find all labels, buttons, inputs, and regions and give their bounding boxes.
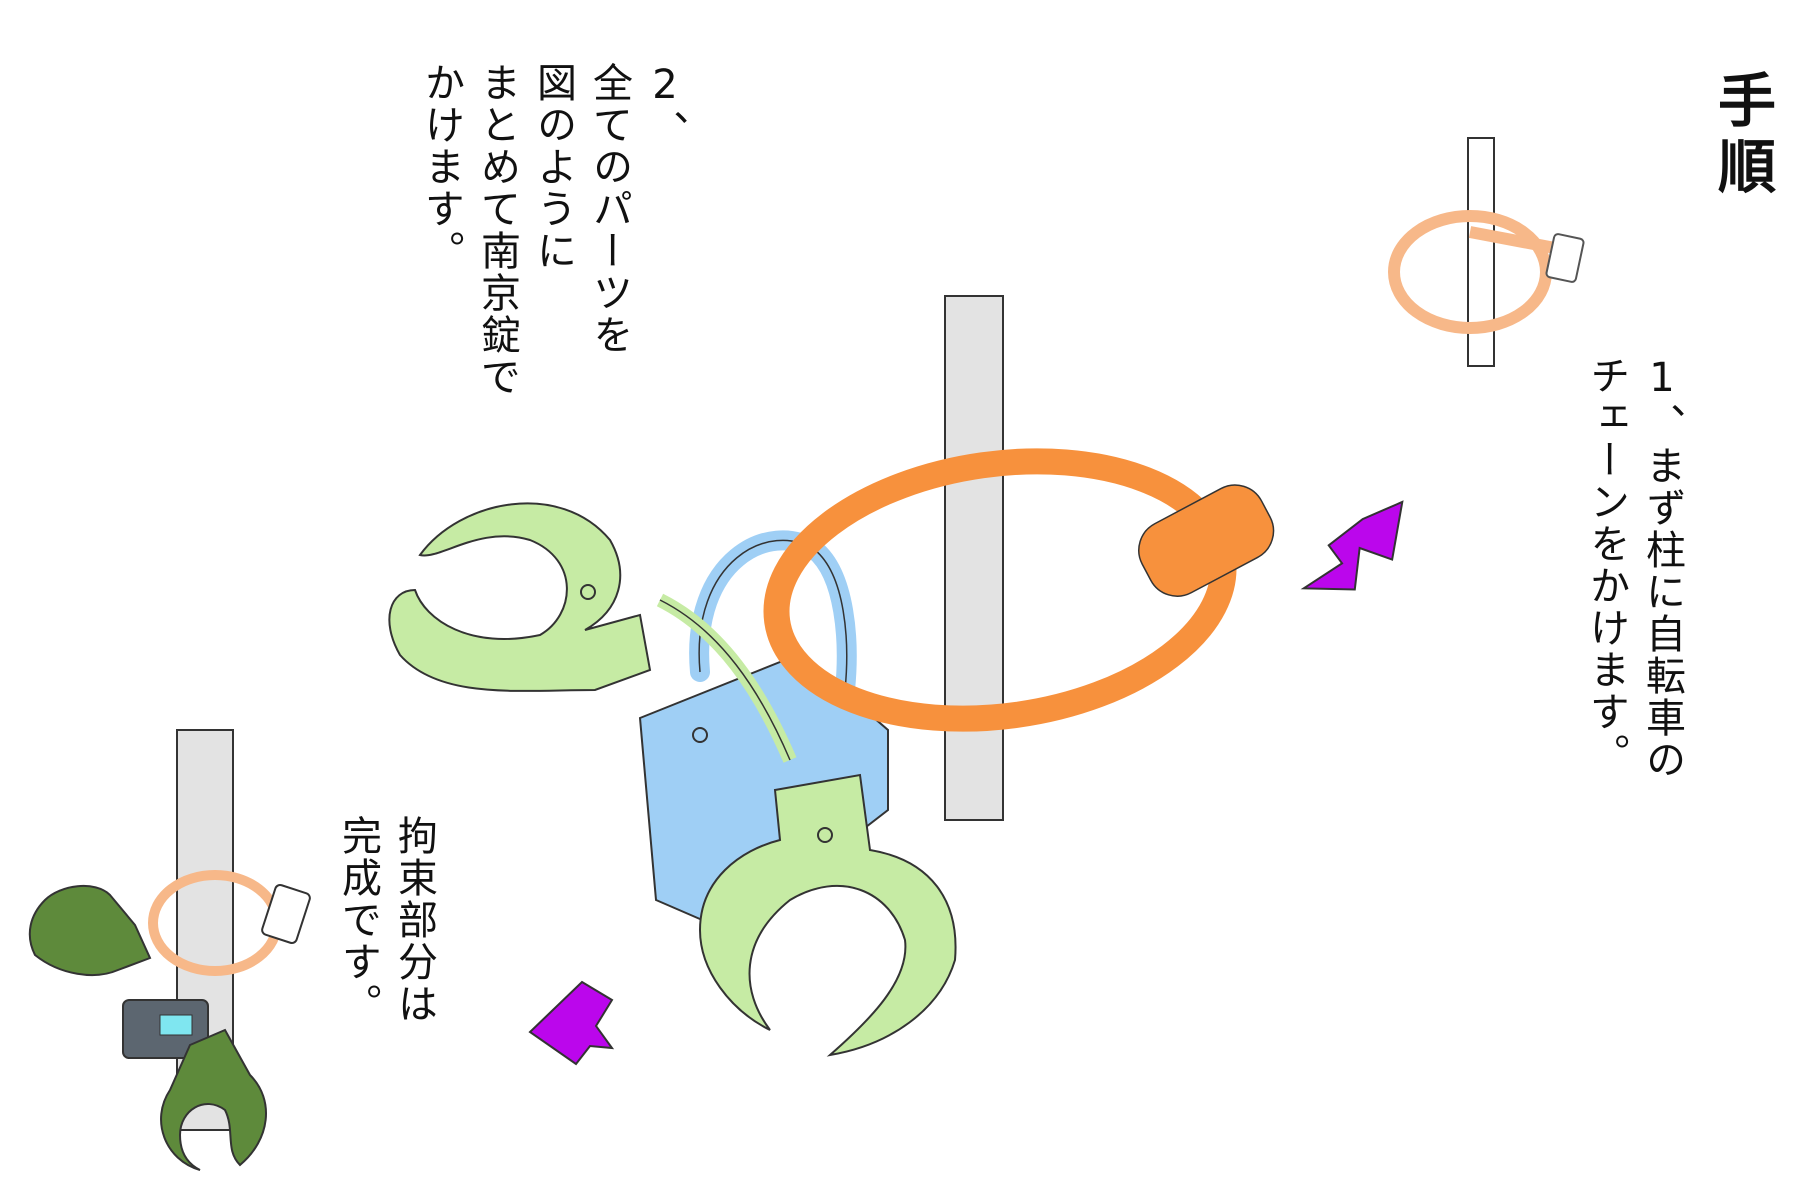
padlock-keyhole-icon [692, 727, 708, 743]
chain-lock-head-icon [1138, 484, 1275, 597]
step3-line-1: 拘束部分は [391, 815, 437, 1025]
step3-line-2: 完成です。 [335, 815, 381, 1025]
pole-main [944, 295, 1004, 821]
step1-text: 1、まず柱に自転車の チェーンをかけます。 [1578, 355, 1690, 825]
handcuff-left-icon [388, 502, 652, 692]
arrow-icon-2 [528, 980, 615, 1066]
step2-line-3: 図のように [530, 62, 576, 272]
step1-line-1: 1、まず柱に自転車の [1639, 355, 1685, 781]
step1-line-2: チェーンをかけます。 [1583, 355, 1629, 775]
handcuff-rivet-left [580, 584, 596, 600]
title-heading: 手順 [1708, 70, 1776, 202]
step2-line-5: かけます。 [418, 62, 464, 272]
step2-illustration [388, 295, 1275, 1057]
step2-line-2: 全てのパーツを [586, 62, 632, 356]
chain-lock-head-bottom-icon [261, 884, 311, 944]
padlock-window-bottom [159, 1014, 193, 1036]
step3-text: 拘束部分は 完成です。 [330, 815, 442, 1035]
handcuff-bottom-bottom-icon [160, 1028, 267, 1171]
arrow-icon-1 [1300, 500, 1404, 591]
chain-tail-small [1468, 226, 1557, 254]
chain-lock-head-small-icon [1545, 233, 1585, 283]
step3-illustration [28, 729, 311, 1171]
handcuff-right-icon [698, 773, 957, 1057]
handcuff-rivet-right [817, 827, 833, 843]
step2-line-4: まとめて南京錠で [474, 62, 520, 398]
step2-line-1: 2、 [642, 62, 688, 152]
handcuff-top-bottom-icon [28, 884, 152, 976]
step1-illustration [1388, 137, 1585, 367]
step2-text: 2、 全てのパーツを 図のように まとめて南京錠で かけます。 [413, 62, 693, 462]
